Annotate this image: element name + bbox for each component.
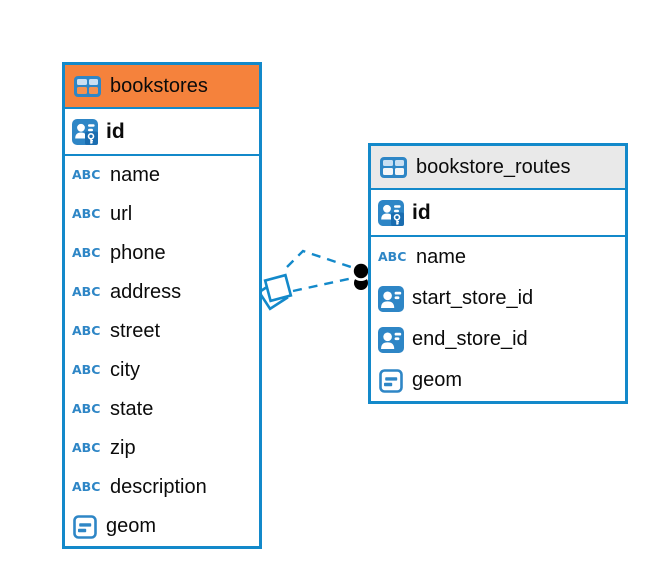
column-row-zip[interactable]: ABC zip	[65, 429, 259, 468]
text-type-icon: ABC	[72, 440, 101, 456]
text-type-icon: ABC	[72, 401, 101, 417]
column-name: city	[110, 359, 140, 381]
column-name: id	[106, 119, 125, 143]
table-bookstore-routes[interactable]: bookstore_routes id ABC name	[368, 143, 628, 404]
relation-line-upper	[286, 249, 358, 271]
text-type-icon: ABC	[72, 206, 101, 222]
column-name: state	[110, 398, 154, 420]
column-row-city[interactable]: ABC city	[65, 351, 259, 390]
column-row-start-store-id[interactable]: start_store_id	[371, 278, 625, 319]
table-bookstores-columns: ABC name ABC url ABC phone ABC address A…	[65, 156, 259, 546]
column-name: name	[416, 246, 467, 268]
column-row-address[interactable]: ABC address	[65, 273, 259, 312]
column-name: url	[110, 203, 133, 225]
relation-line-lower	[292, 276, 354, 293]
text-type-icon: ABC	[72, 284, 101, 300]
column-name: end_store_id	[412, 328, 528, 350]
table-bookstores-header[interactable]: bookstores	[65, 65, 259, 109]
column-name: street	[110, 320, 161, 342]
column-row-name[interactable]: ABC name	[65, 156, 259, 195]
column-name: geom	[412, 369, 463, 391]
relationship-link[interactable]	[286, 249, 358, 293]
text-type-icon: ABC	[72, 362, 101, 378]
column-row-phone[interactable]: ABC phone	[65, 234, 259, 273]
person-key-icon	[378, 199, 404, 226]
column-row-end-store-id[interactable]: end_store_id	[371, 319, 625, 360]
column-row-geom[interactable]: geom	[371, 360, 625, 401]
column-row-name[interactable]: ABC name	[371, 237, 625, 278]
text-type-icon: ABC	[72, 245, 101, 261]
column-row-geom[interactable]: geom	[65, 507, 259, 546]
column-row-url[interactable]: ABC url	[65, 195, 259, 234]
column-row-description[interactable]: ABC description	[65, 468, 259, 507]
relation-diamond-marker[interactable]	[257, 273, 293, 311]
table-bookstore-routes-header[interactable]: bookstore_routes	[371, 146, 625, 190]
table-grid-icon	[74, 75, 101, 97]
column-name: zip	[110, 437, 136, 459]
column-row-state[interactable]: ABC state	[65, 390, 259, 429]
column-name: id	[412, 200, 431, 224]
column-name: name	[110, 164, 161, 186]
text-type-icon: ABC	[72, 323, 101, 339]
table-title: bookstore_routes	[416, 155, 571, 178]
relation-dot-marker[interactable]	[351, 261, 371, 290]
text-type-icon: ABC	[378, 249, 407, 265]
column-row-id[interactable]: id	[371, 190, 625, 237]
column-row-id[interactable]: id	[65, 109, 259, 156]
column-name: address	[110, 281, 182, 303]
person-reference-icon	[378, 285, 404, 312]
person-key-icon	[72, 118, 98, 145]
person-reference-icon	[378, 326, 404, 353]
text-type-icon: ABC	[72, 479, 101, 495]
column-name: start_store_id	[412, 287, 534, 309]
column-name: description	[110, 476, 207, 498]
geometry-type-icon	[379, 368, 403, 393]
geometry-type-icon	[73, 514, 97, 539]
column-name: geom	[106, 515, 157, 537]
table-bookstore-routes-columns: ABC name start_store_id	[371, 237, 625, 401]
text-type-icon: ABC	[72, 167, 101, 183]
table-grid-icon	[380, 156, 407, 178]
column-name: phone	[110, 242, 166, 264]
table-title: bookstores	[110, 74, 208, 97]
table-bookstores[interactable]: bookstores id ABC name ABC url	[62, 62, 262, 549]
column-row-street[interactable]: ABC street	[65, 312, 259, 351]
